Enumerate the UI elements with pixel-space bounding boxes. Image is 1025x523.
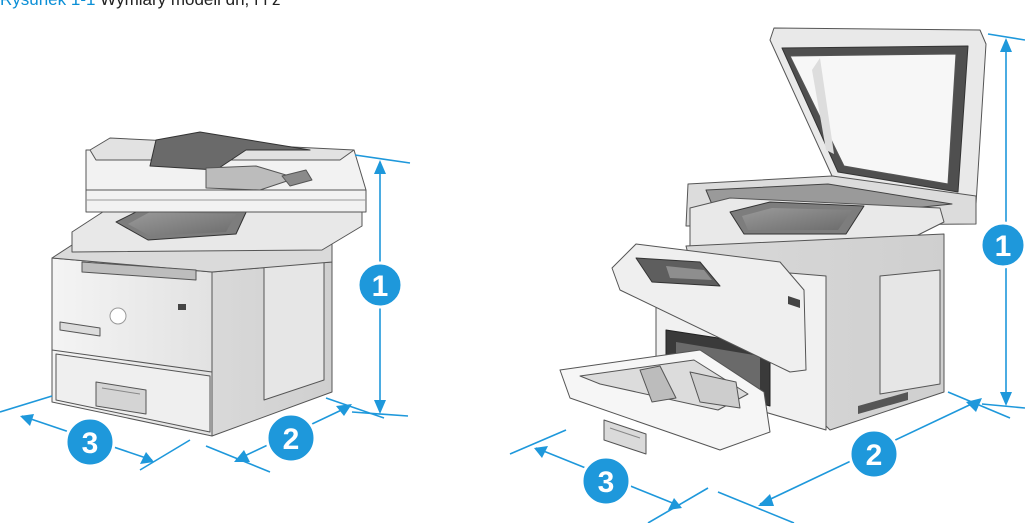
arrowhead [1000,38,1012,52]
callout-badge [979,221,1025,269]
callout-height-right: 1 [979,221,1025,269]
callout-number: 2 [866,439,883,472]
printer-closed-illustration [51,131,367,437]
dimension-tick [509,429,567,455]
callout-badge [848,428,900,480]
arrowhead [140,452,154,464]
dimension-tick [981,403,1025,409]
callout-width-right: 3 [580,455,632,507]
callout-depth-left: 2 [265,412,317,464]
figure-caption: Rysunek 1-1 Wymiary modeli dn, f i z [0,0,280,12]
arrowhead [234,450,250,462]
callout-number: 1 [372,270,389,303]
callout-number: 3 [82,427,99,460]
hp-logo-icon [109,307,127,325]
dimension-tick [987,33,1025,41]
callout-badge [356,261,404,309]
callout-width-left: 3 [64,416,116,468]
dimension-tick [325,397,385,419]
dimension-tick [354,154,411,164]
callout-height-left: 1 [356,261,404,309]
arrowhead [20,414,34,426]
callout-badge [265,412,317,464]
dimension-tick [0,395,53,413]
arrowhead [1000,392,1012,406]
callout-number: 2 [283,423,300,456]
printer-open-illustration [559,27,987,455]
arrowhead [534,446,548,458]
arrowhead [336,404,352,416]
callout-number: 1 [995,230,1012,263]
callout-badge [580,455,632,507]
arrowhead [758,494,774,506]
arrowhead [374,160,386,174]
callout-badge [64,416,116,468]
caption-label: Rysunek 1-1 [0,0,95,9]
arrowhead [966,398,982,412]
dimension-tick [717,491,795,523]
arrowhead [668,498,682,510]
dimension-tick [139,439,191,471]
callout-number: 3 [598,466,615,499]
arrowhead [374,400,386,414]
callout-depth-right: 2 [848,428,900,480]
caption-text: Wymiary modeli dn, f i z [100,0,280,9]
